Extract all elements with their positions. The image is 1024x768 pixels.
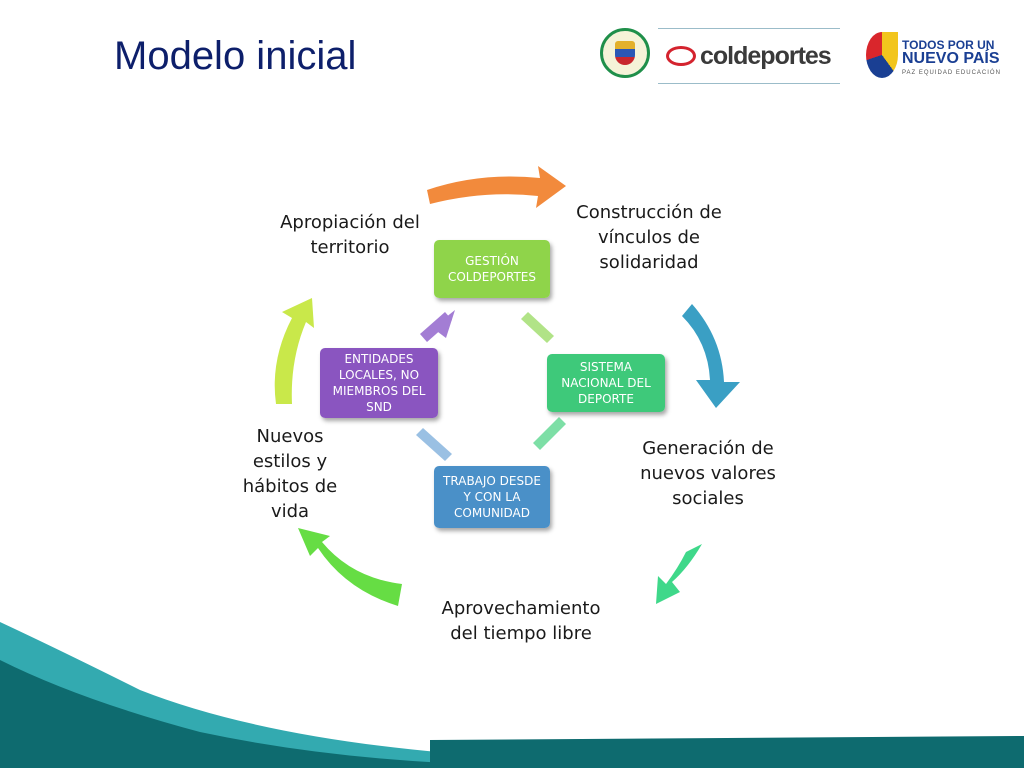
connector-top-right	[521, 312, 554, 343]
cycle-label-habitos: Nuevos estilos y hábitos de vida	[242, 426, 338, 522]
box-sistema-nacional: SISTEMA NACIONAL DEL DEPORTE	[547, 354, 665, 412]
connector-top-left	[420, 310, 455, 348]
box-gestion-coldeportes: GESTIÓN COLDEPORTES	[434, 240, 550, 298]
logo-line-1: TODOS POR UN	[902, 38, 995, 52]
logo-line-2: NUEVO PAÍS	[902, 50, 1000, 67]
cycle-label-tiempo-libre: Aprovechamiento del tiempo libre	[441, 598, 601, 644]
runner-icon	[666, 46, 696, 66]
bottom-wave-dark	[0, 660, 1024, 768]
coldeportes-logo: coldeportes	[658, 28, 840, 84]
todos-por-un-nuevo-pais-logo: TODOS POR UN NUEVO PAÍS PAZ EQUIDAD EDUC…	[866, 28, 1000, 82]
colombia-seal-logo	[600, 28, 650, 78]
coldeportes-wordmark: coldeportes	[700, 41, 832, 70]
connector-bottom-right	[533, 417, 566, 450]
connector-bottom-left	[416, 428, 452, 461]
cycle-arrow-right	[682, 304, 740, 408]
cycle-label-vinculos: Construcción de vínculos de solidaridad	[576, 202, 722, 273]
cycle-label-territorio: Apropiación del territorio	[280, 212, 420, 258]
cycle-arrow-bottom-left	[298, 528, 402, 606]
box-entidades-locales: ENTIDADES LOCALES, NO MIEMBROS DEL SND	[320, 348, 438, 418]
flag-mark-icon	[866, 32, 898, 78]
box-trabajo-comunidad: TRABAJO DESDE Y CON LA COMUNIDAD	[434, 466, 550, 528]
cycle-arrow-bottom-right	[656, 544, 702, 604]
cycle-arrow-top	[427, 166, 566, 208]
bottom-wave-band	[430, 736, 1024, 768]
slide-title: Modelo inicial	[114, 34, 357, 78]
cycle-label-valores: Generación de nuevos valores sociales	[640, 438, 776, 509]
logo-line-3: PAZ EQUIDAD EDUCACIÓN	[902, 70, 1001, 76]
cycle-arrow-left	[274, 298, 314, 404]
logo-strip: coldeportes TODOS POR UN NUEVO PAÍS PAZ …	[596, 22, 1000, 92]
bottom-wave-light	[0, 622, 1024, 768]
